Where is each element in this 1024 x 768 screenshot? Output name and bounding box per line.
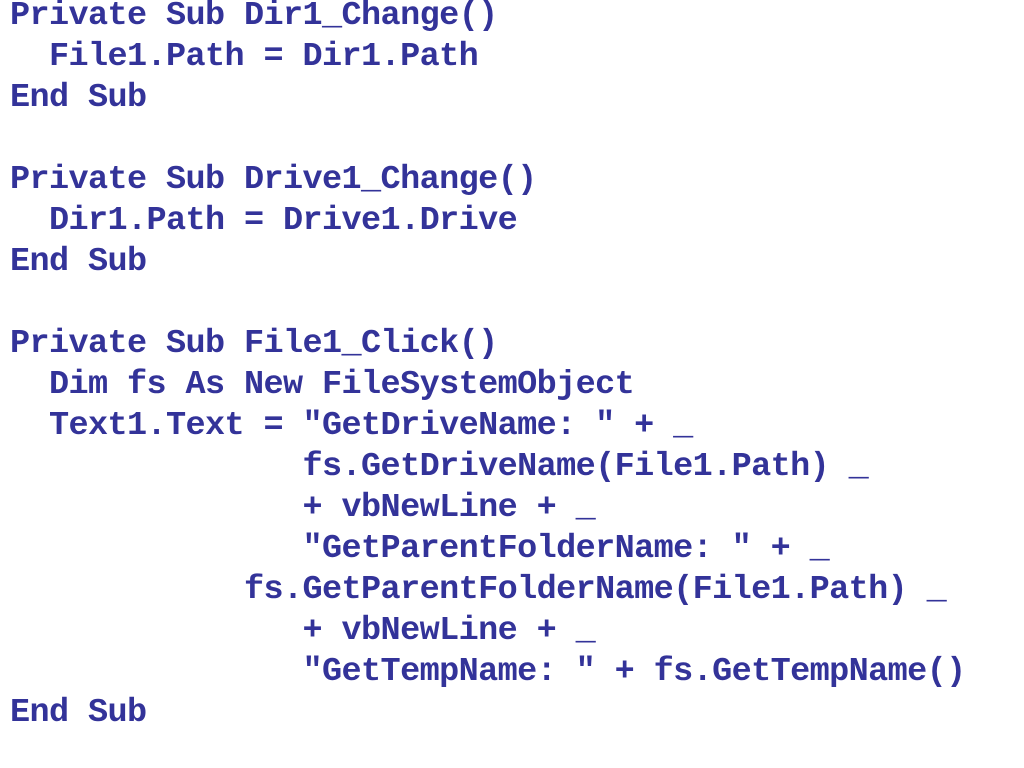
code-line: "GetParentFolderName: " + _ xyxy=(10,530,830,568)
code-line: Text1.Text = "GetDriveName: " + _ xyxy=(10,407,693,445)
code-line: fs.GetParentFolderName(File1.Path) _ xyxy=(10,571,947,609)
code-line xyxy=(10,287,1020,328)
code-line xyxy=(10,123,1020,164)
code-line: Dim fs As New FileSystemObject xyxy=(10,366,635,404)
code-line: + vbNewLine + _ xyxy=(10,489,596,527)
code-line: Dir1.Path = Drive1.Drive xyxy=(10,202,518,240)
code-line: End Sub xyxy=(10,79,147,117)
code-line: "GetTempName: " + fs.GetTempName() xyxy=(10,653,967,691)
code-line: Private Sub Drive1_Change() xyxy=(10,161,537,199)
code-line: fs.GetDriveName(File1.Path) _ xyxy=(10,448,869,486)
code-line: Private Sub File1_Click() xyxy=(10,325,498,363)
code-line: + vbNewLine + _ xyxy=(10,612,596,650)
code-line: Private Sub Dir1_Change() xyxy=(10,0,498,35)
code-line: End Sub xyxy=(10,694,147,732)
code-line: End Sub xyxy=(10,243,147,281)
code-listing: Private Sub Dir1_Change() File1.Path = D… xyxy=(10,0,1020,768)
code-line: File1.Path = Dir1.Path xyxy=(10,38,479,76)
